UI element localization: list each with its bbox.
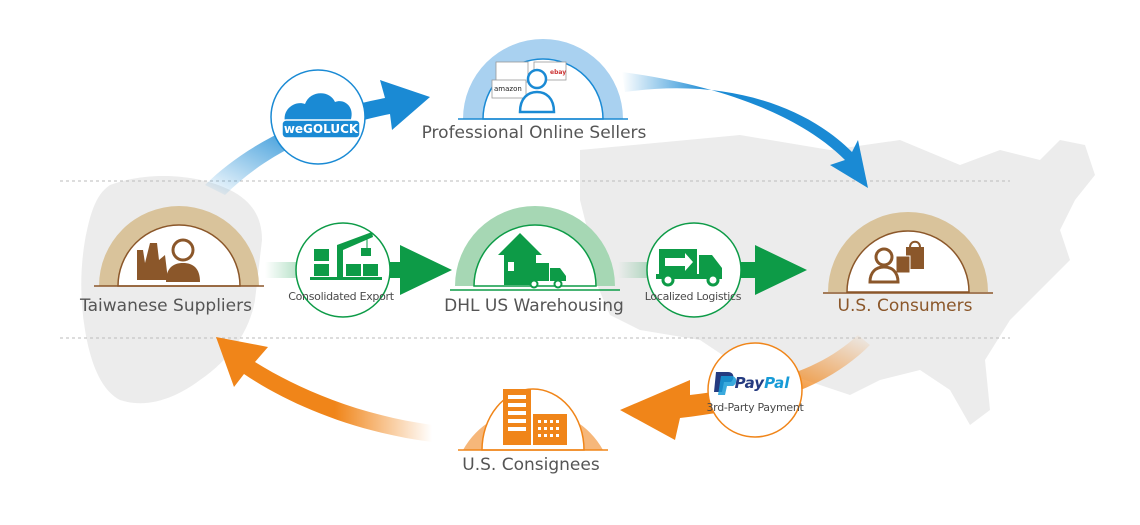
paypal-pay: Pay [734,374,765,392]
connector-payment[interactable] [707,342,803,438]
arrow-consignees-to-suppliers [216,337,432,442]
connector-wegoluck[interactable] [270,69,366,165]
paypal-icon [714,372,737,395]
connector-export[interactable] [295,222,391,318]
cloud-logo-icon [281,93,361,139]
sellers-arc [463,39,623,119]
connector-logistics[interactable] [646,222,742,318]
paypal-pal: Pal [764,374,790,392]
crane-containers-icon [310,232,382,280]
delivery-truck-icon [656,249,722,287]
logistics-label: Localized Logistics [644,290,742,303]
node-consumers[interactable] [823,212,993,294]
warehouse-arc [455,206,615,286]
svg-text:amazon: amazon [494,85,522,93]
suppliers-label: Taiwanese Suppliers [80,296,252,316]
consumers-label: U.S. Consumers [837,296,973,316]
consumers-arc [828,212,988,292]
consignees-label: U.S. Consignees [462,455,600,475]
seller-person-icon: ebay amazon [491,61,567,114]
sellers-label: Professional Online Sellers [421,123,647,143]
suppliers-arc [99,206,259,286]
svg-text:ebay: ebay [550,69,566,76]
export-label: Consolidated Export [288,290,394,303]
wegoluck-logo-text: weGOLUCK [284,122,358,136]
consumer-shopping-icon [868,240,924,284]
node-consignees[interactable] [458,388,608,451]
buildings-icon [503,389,567,445]
paypal-wordmark: PayPal [735,374,790,392]
warehouse-label: DHL US Warehousing [444,296,624,316]
payment-label: 3rd-Party Payment [706,401,804,414]
node-sellers[interactable]: ebay amazon [458,39,628,120]
warehouse-truck-icon [498,233,566,289]
wegoluck-we: we [283,122,304,136]
factory-person-icon [137,238,200,282]
node-warehouse[interactable] [450,206,620,291]
node-suppliers[interactable] [94,206,264,287]
wegoluck-goluck: GOLUCK [303,122,359,136]
arrow-sellers-to-consumers [622,72,868,188]
arrow-suppliers-to-sellers [205,80,430,195]
